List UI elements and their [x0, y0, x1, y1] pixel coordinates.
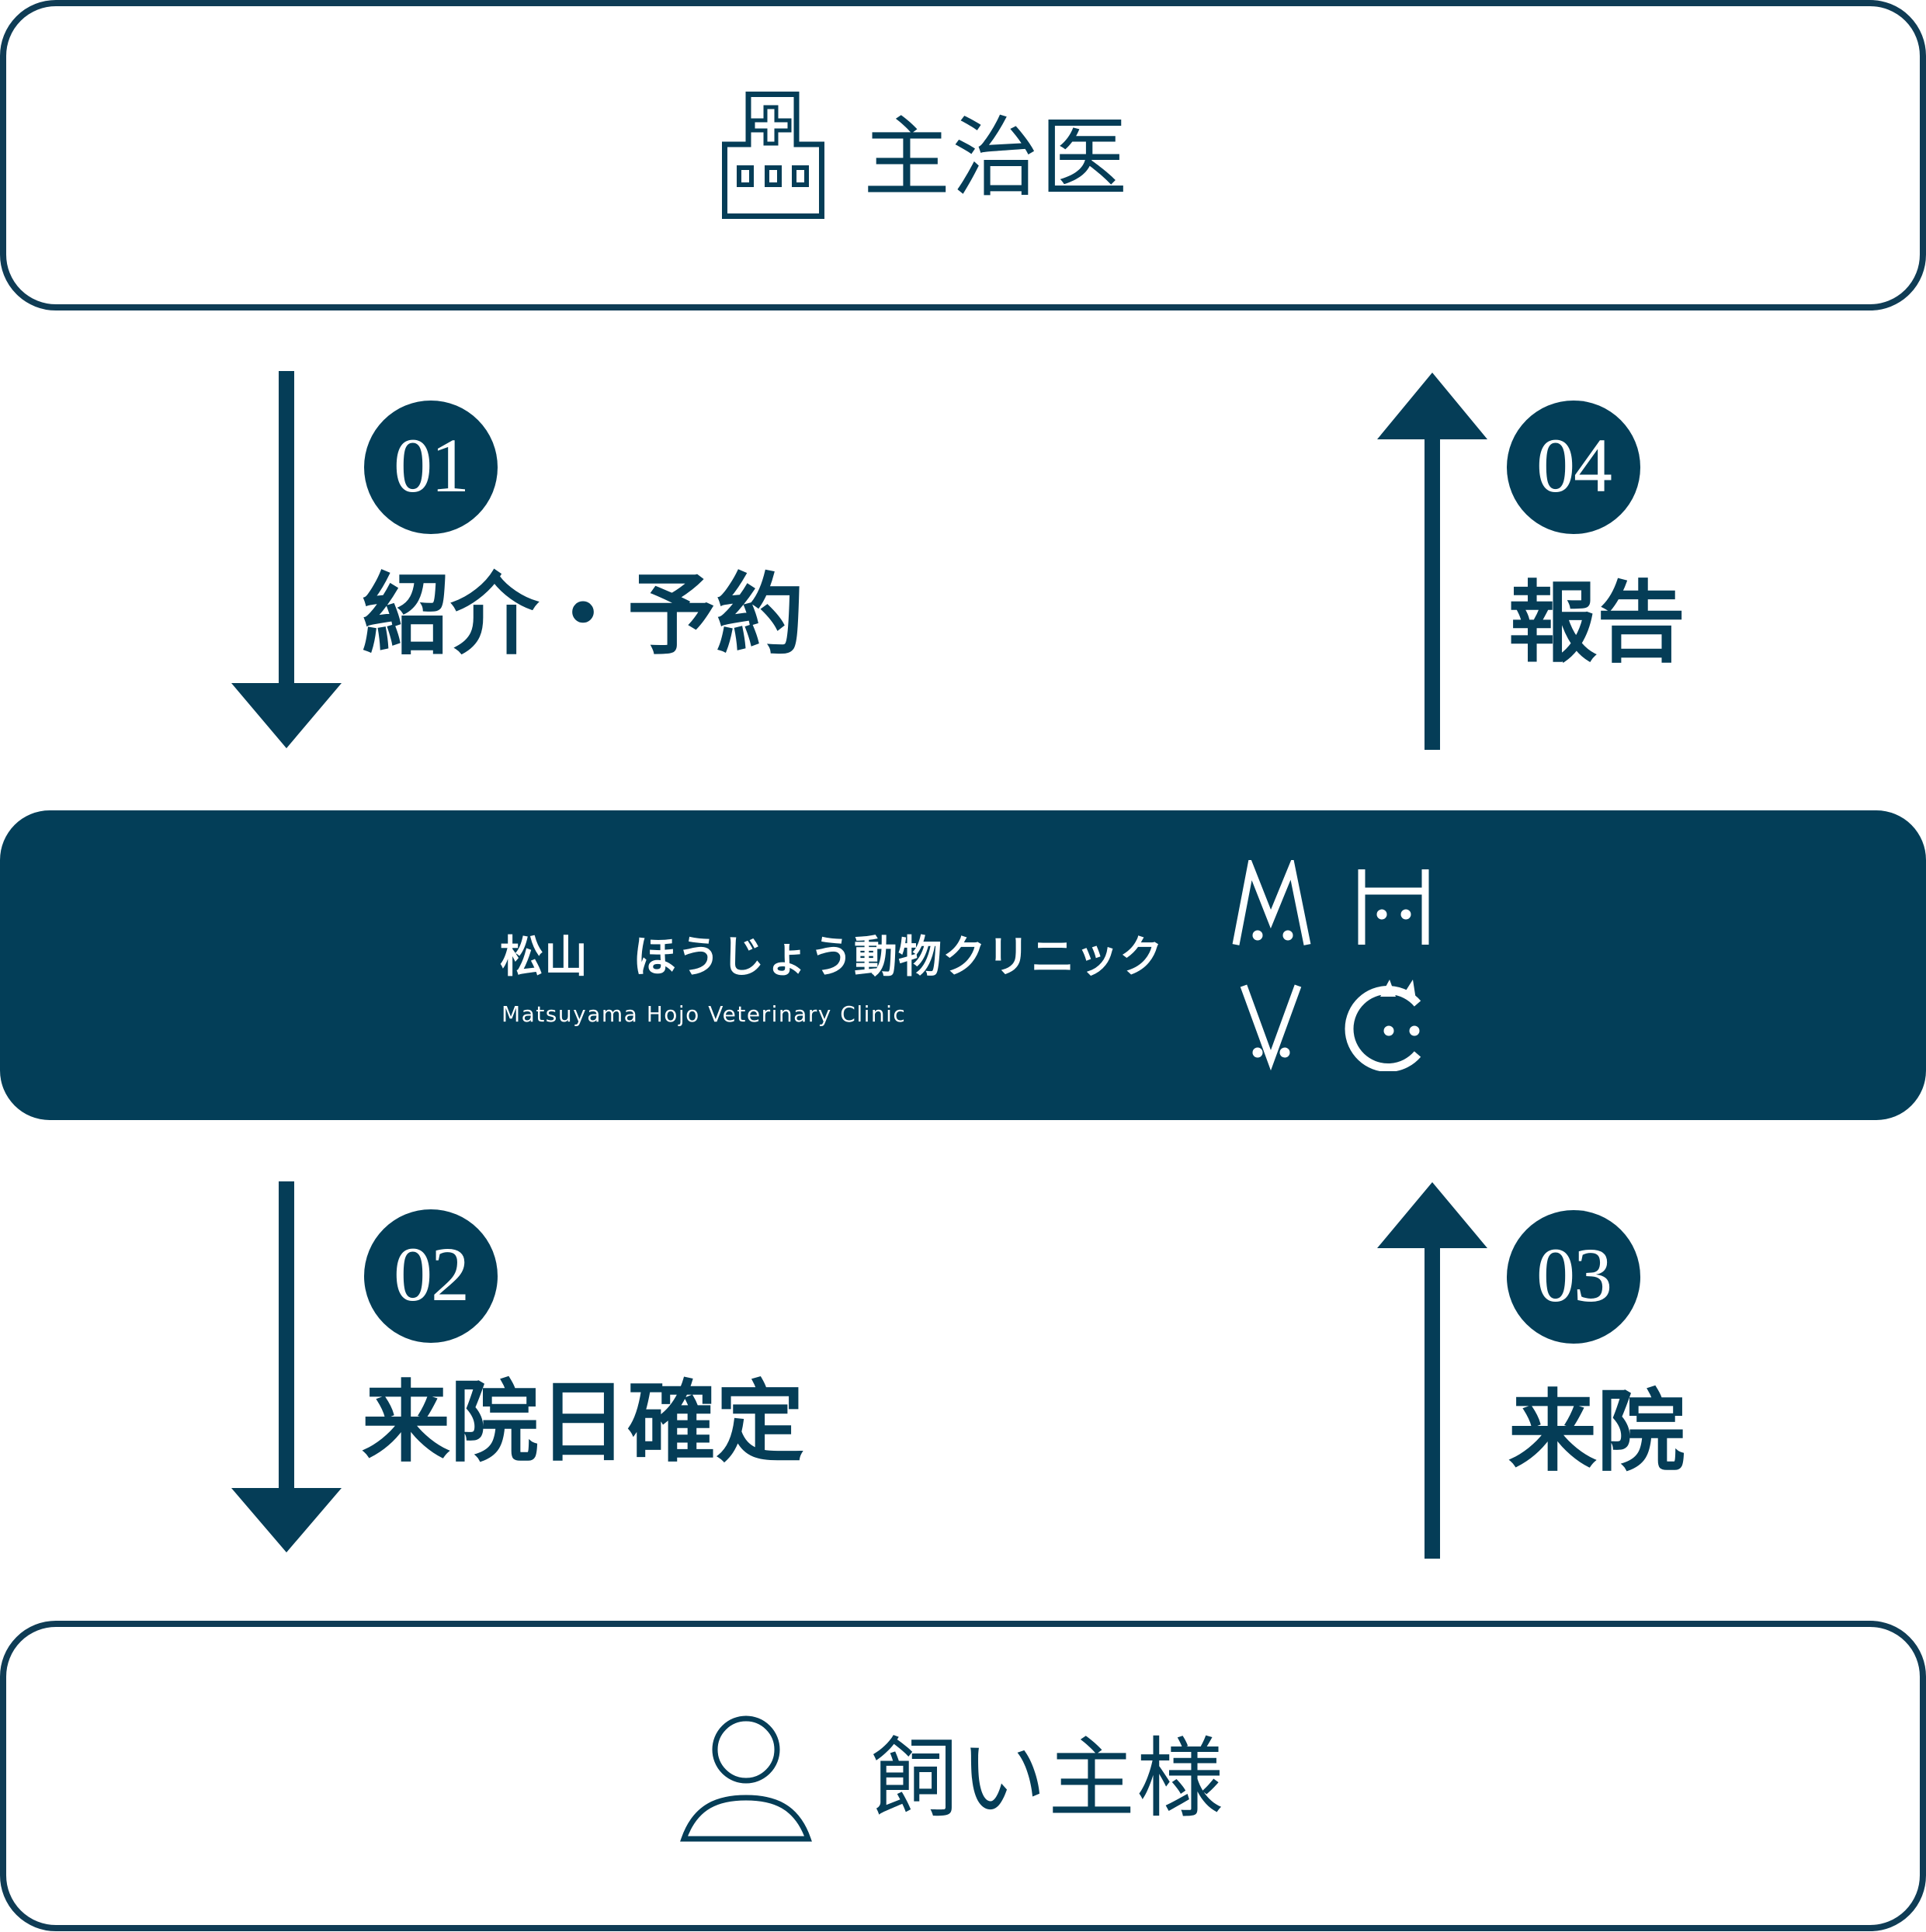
- clinic-logo-icon: [1232, 860, 1429, 1071]
- arrow-up-icon: [1377, 1182, 1487, 1559]
- pet-owner-label: 飼い主様: [871, 1729, 1225, 1830]
- step-label: 報告: [1508, 571, 1686, 675]
- arrow-down-icon: [231, 1181, 342, 1552]
- pet-owner-box: [0, 1621, 1926, 1931]
- clinic-name-jp: 松山 ほうじょう動物クリニック: [500, 932, 1164, 983]
- step-number: 04: [1536, 422, 1612, 508]
- step-number: 03: [1536, 1232, 1612, 1318]
- step-label: 来院: [1508, 1380, 1686, 1483]
- step-number-badge: 03: [1507, 1210, 1640, 1344]
- step-label: 紹介・予約: [362, 564, 805, 667]
- hospital-icon: [722, 92, 824, 219]
- clinic-name-en: Matsuyama Hojo Veterinary Clinic: [501, 1001, 907, 1027]
- step-number: 02: [394, 1231, 470, 1317]
- step-number-badge: 02: [364, 1209, 498, 1343]
- clinic-banner: [0, 810, 1926, 1120]
- step-number-badge: 04: [1507, 401, 1640, 534]
- referring-vet-label: 主治医: [863, 108, 1129, 209]
- referring-vet-box: [0, 0, 1926, 310]
- step-number-badge: 01: [364, 401, 498, 534]
- step-number: 01: [394, 422, 470, 508]
- arrow-down-icon: [231, 371, 342, 748]
- step-label: 来院日確定: [362, 1371, 805, 1474]
- person-icon: [680, 1715, 812, 1842]
- arrow-up-icon: [1377, 373, 1487, 750]
